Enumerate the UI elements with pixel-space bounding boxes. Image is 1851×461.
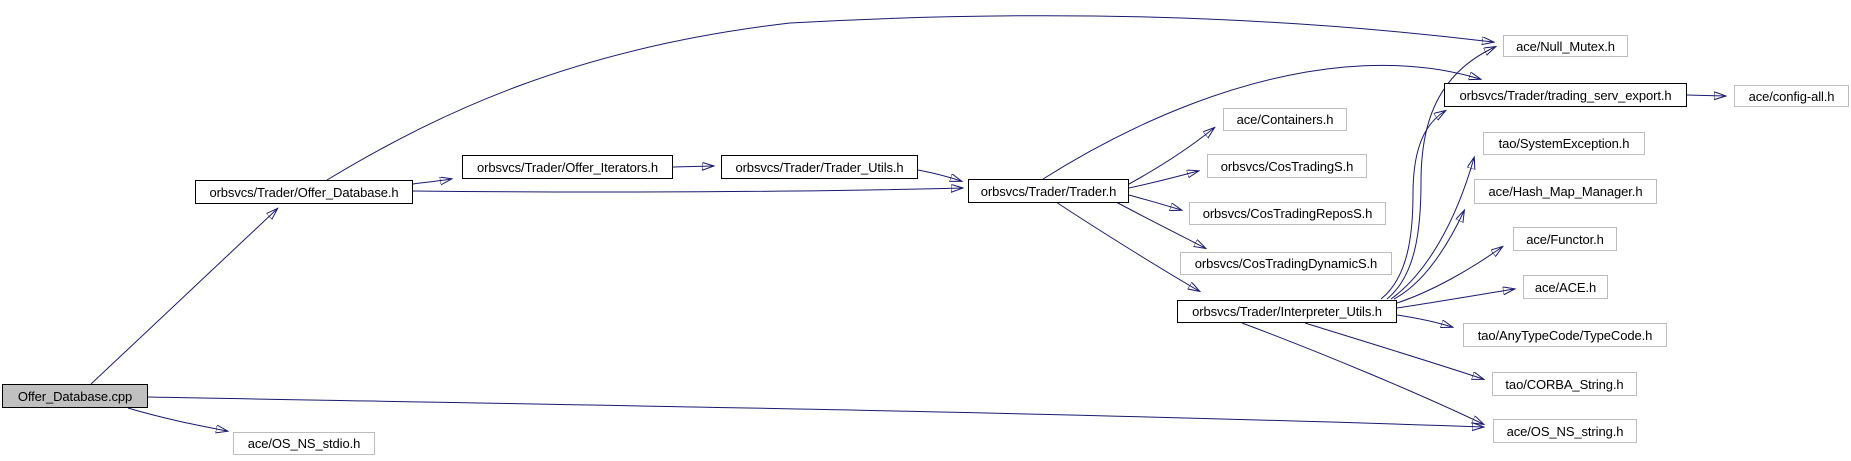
edge-interpreter-utils-h-to-ace-h — [1396, 289, 1514, 309]
edge-offer-database-h-to-null-mutex-h — [326, 15, 1493, 181]
edge-trader-h-to-cos-trading-dynamic-s-h — [1115, 201, 1205, 248]
edge-offer-database-h-to-offer-iterators-h — [412, 179, 451, 184]
node-interpreter-utils-h[interactable]: orbsvcs/Trader/Interpreter_Utils.h — [1177, 300, 1397, 323]
node-cos-trading-s-h: orbsvcs/CosTradingS.h — [1207, 154, 1367, 178]
node-trading-serv-export-h[interactable]: orbsvcs/Trader/trading_serv_export.h — [1444, 83, 1687, 107]
node-hash-map-manager-h: ace/Hash_Map_Manager.h — [1474, 179, 1657, 204]
edge-interpreter-utils-h-to-corba-string-h — [1304, 322, 1483, 379]
node-cos-trading-dynamic-s-h: orbsvcs/CosTradingDynamicS.h — [1180, 252, 1392, 275]
edge-trading-serv-export-h-to-config-all-h — [1686, 95, 1725, 96]
edge-trader-utils-h-to-trader-h — [917, 169, 961, 181]
edge-interpreter-utils-h-to-typecode-h — [1396, 314, 1452, 327]
node-config-all-h: ace/config-all.h — [1734, 85, 1849, 107]
node-system-exception-h: tao/SystemException.h — [1483, 132, 1645, 155]
edge-offer-database-h-to-trader-h — [412, 188, 962, 192]
edge-offer-database-cpp-to-os-ns-stdio-h — [127, 407, 227, 431]
node-cos-trading-repos-s-h: orbsvcs/CosTradingReposS.h — [1189, 202, 1386, 225]
edge-trader-h-to-containers-h — [1128, 128, 1214, 185]
node-null-mutex-h: ace/Null_Mutex.h — [1503, 35, 1628, 57]
node-os-ns-string-h: ace/OS_NS_string.h — [1493, 419, 1637, 443]
edge-trader-h-to-cos-trading-s-h — [1128, 171, 1198, 189]
node-offer-iterators-h[interactable]: orbsvcs/Trader/Offer_Iterators.h — [462, 155, 673, 179]
edge-offer-database-cpp-to-offer-database-h — [90, 209, 277, 385]
node-functor-h: ace/Functor.h — [1513, 227, 1617, 251]
edge-interpreter-utils-h-to-hash-map-manager-h — [1393, 211, 1464, 300]
edge-offer-iterators-h-to-trader-utils-h — [672, 166, 713, 167]
node-trader-h[interactable]: orbsvcs/Trader/Trader.h — [968, 179, 1129, 203]
node-ace-h: ace/ACE.h — [1523, 275, 1608, 299]
node-trader-utils-h[interactable]: orbsvcs/Trader/Trader_Utils.h — [721, 155, 918, 179]
node-offer-database-h[interactable]: orbsvcs/Trader/Offer_Database.h — [195, 180, 413, 204]
edge-interpreter-utils-h-to-system-exception-h — [1390, 158, 1474, 300]
node-containers-h: ace/Containers.h — [1223, 108, 1347, 131]
node-offer-database-cpp: Offer_Database.cpp — [2, 384, 148, 408]
edge-interpreter-utils-h-to-os-ns-string-h — [1241, 322, 1483, 424]
edge-trader-h-to-trading-serv-export-h — [1042, 64, 1480, 180]
edge-trader-h-to-cos-trading-repos-s-h — [1128, 194, 1181, 210]
node-typecode-h: tao/AnyTypeCode/TypeCode.h — [1463, 323, 1667, 347]
node-os-ns-stdio-h: ace/OS_NS_stdio.h — [233, 432, 375, 455]
node-corba-string-h: tao/CORBA_String.h — [1492, 372, 1637, 396]
edge-trader-h-to-interpreter-utils-h — [1055, 201, 1199, 291]
edge-interpreter-utils-h-to-functor-h — [1396, 247, 1502, 304]
edge-offer-database-cpp-to-os-ns-string-h — [147, 396, 1483, 427]
edge-interpreter-utils-h-to-trading-serv-export-h — [1380, 111, 1445, 300]
edge-interpreter-utils-h-to-null-mutex-h — [1386, 47, 1495, 300]
